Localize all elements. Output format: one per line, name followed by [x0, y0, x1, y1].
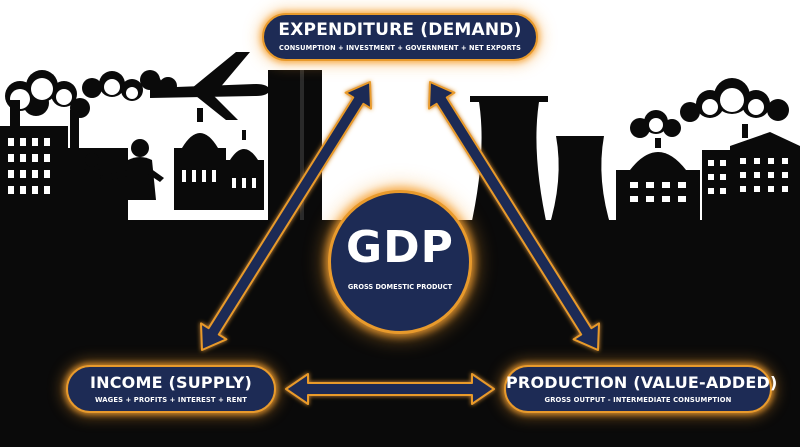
income-title: INCOME (SUPPLY)	[90, 373, 252, 392]
expenditure-production-arrow	[428, 81, 600, 351]
cooling-tower-icon	[470, 96, 612, 230]
expenditure-subtitle: CONSUMPTION + INVESTMENT + GOVERNMENT + …	[279, 44, 521, 52]
family-icon	[82, 139, 164, 200]
apartment-icon	[702, 124, 800, 230]
expenditure-title: EXPENDITURE (DEMAND)	[278, 20, 522, 40]
income-production-arrow	[285, 373, 495, 405]
connection-arrows	[200, 81, 600, 405]
production-box: PRODUCTION (VALUE-ADDED) GROSS OUTPUT - …	[504, 365, 778, 413]
smoke-outline-icon	[10, 78, 138, 109]
production-title: PRODUCTION (VALUE-ADDED)	[506, 373, 778, 392]
income-subtitle: WAGES + PROFITS + INTEREST + RENT	[95, 396, 247, 404]
refinery-windows	[630, 182, 686, 202]
income-box: INCOME (SUPPLY) WAGES + PROFITS + INTERE…	[66, 365, 276, 413]
cloud-outline-icon	[649, 88, 764, 132]
factory-windows	[8, 138, 50, 194]
apartment-windows	[708, 158, 788, 194]
gdp-title: GDP	[346, 222, 454, 273]
capitol-windows	[182, 170, 256, 188]
expenditure-income-arrow	[200, 81, 372, 351]
airplane-icon	[144, 52, 270, 120]
production-subtitle: GROSS OUTPUT - INTERMEDIATE CONSUMPTION	[544, 396, 732, 404]
gdp-subtitle: GROSS DOMESTIC PRODUCT	[347, 283, 453, 291]
expenditure-box: EXPENDITURE (DEMAND) CONSUMPTION + INVES…	[262, 13, 538, 61]
gdp-circle: GDP GROSS DOMESTIC PRODUCT	[328, 190, 472, 334]
